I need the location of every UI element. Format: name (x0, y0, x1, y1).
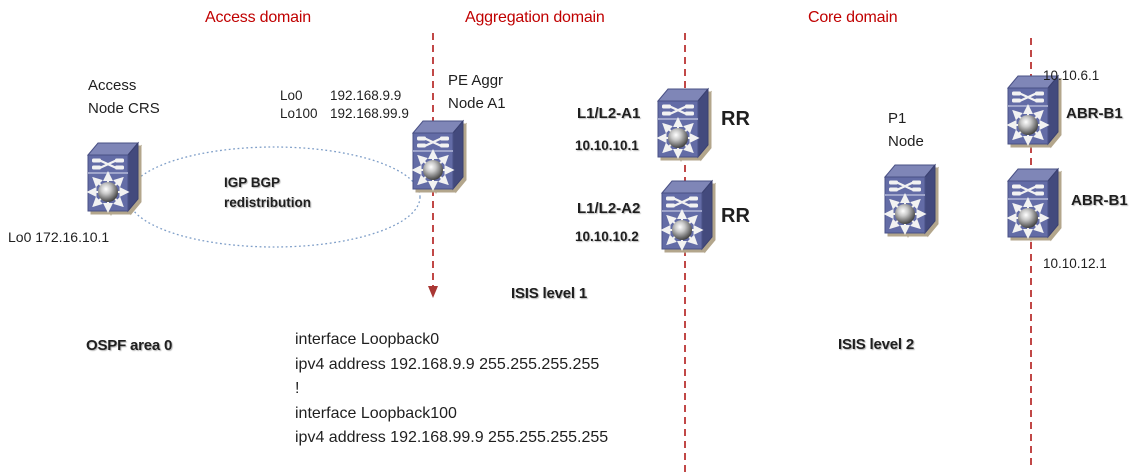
boundary-arrow-down-icon (428, 286, 438, 298)
isis-level2-label: ISIS level 2 (838, 336, 914, 353)
access-domain-header: Access domain (205, 9, 311, 26)
pe-loopback-table: Lo0 192.168.9.9 Lo100 192.168.99.9 (280, 87, 409, 123)
loopback-config-block: interface Loopback0 ipv4 address 192.168… (295, 328, 608, 451)
aggregation-domain-header: Aggregation domain (465, 9, 605, 26)
p1-node-router-icon (881, 161, 939, 241)
pe-aggr-label: PE Aggr Node A1 (448, 69, 506, 115)
rr-a1-router-icon (654, 85, 712, 165)
abr-bottom-ip: 10.10.12.1 (1043, 256, 1107, 271)
access-node-name-line2: Node CRS (88, 100, 160, 117)
core-domain-header: Core domain (808, 9, 898, 26)
pe-aggr-name-line1: PE Aggr (448, 72, 504, 89)
config-line-5: ipv4 address 192.168.99.9 255.255.255.25… (295, 429, 609, 446)
pe-aggr-name-line2: Node A1 (448, 95, 506, 112)
rr-a2-name: L1/L2-A2 (577, 200, 641, 217)
abr-top-ip: 10.10.6.1 (1043, 68, 1100, 83)
igp-bgp-line2: redistribution (224, 195, 311, 210)
access-node-loopback: Lo0 172.16.10.1 (8, 229, 110, 245)
access-node-router-icon (84, 139, 142, 219)
abr-b1-bottom-router-icon (1004, 165, 1062, 245)
config-line-3: ! (295, 380, 300, 397)
rr-a2-role: RR (721, 205, 750, 227)
ospf-area0-label: OSPF area 0 (86, 337, 173, 354)
igp-bgp-redistribution-label: IGP BGP redistribution (224, 173, 311, 213)
igp-bgp-line1: IGP BGP (224, 175, 281, 190)
rr-a2-router-icon (658, 177, 716, 257)
pe-loopback0-ip: 192.168.9.9 (330, 88, 402, 103)
pe-loopback100-ip: 192.168.99.9 (330, 106, 409, 121)
config-line-2: ipv4 address 192.168.9.9 255.255.255.255 (295, 355, 600, 373)
access-node-label: Access Node CRS (88, 74, 160, 120)
config-line-1: interface Loopback0 (295, 331, 440, 348)
abr-top-name: ABR-B1 (1066, 105, 1123, 122)
rr-a1-role: RR (721, 108, 750, 130)
abr-bottom-name: ABR-B1 (1071, 192, 1128, 209)
pe-aggr-router-icon (409, 117, 467, 197)
p1-node-label: P1 Node (888, 107, 924, 153)
abr-b1-top-router-icon (1004, 72, 1062, 152)
pe-loopback0-if: Lo0 (280, 88, 303, 103)
p1-name-line2: Node (888, 133, 924, 150)
config-line-4: interface Loopback100 (295, 404, 457, 422)
isis-level1-label: ISIS level 1 (511, 285, 587, 302)
rr-a2-ip: 10.10.10.2 (575, 229, 639, 244)
access-node-name-line1: Access (88, 77, 137, 94)
p1-name-line1: P1 (888, 110, 907, 127)
rr-a1-name: L1/L2-A1 (577, 105, 641, 122)
pe-loopback100-if: Lo100 (280, 106, 318, 121)
rr-a1-ip: 10.10.10.1 (575, 138, 639, 153)
